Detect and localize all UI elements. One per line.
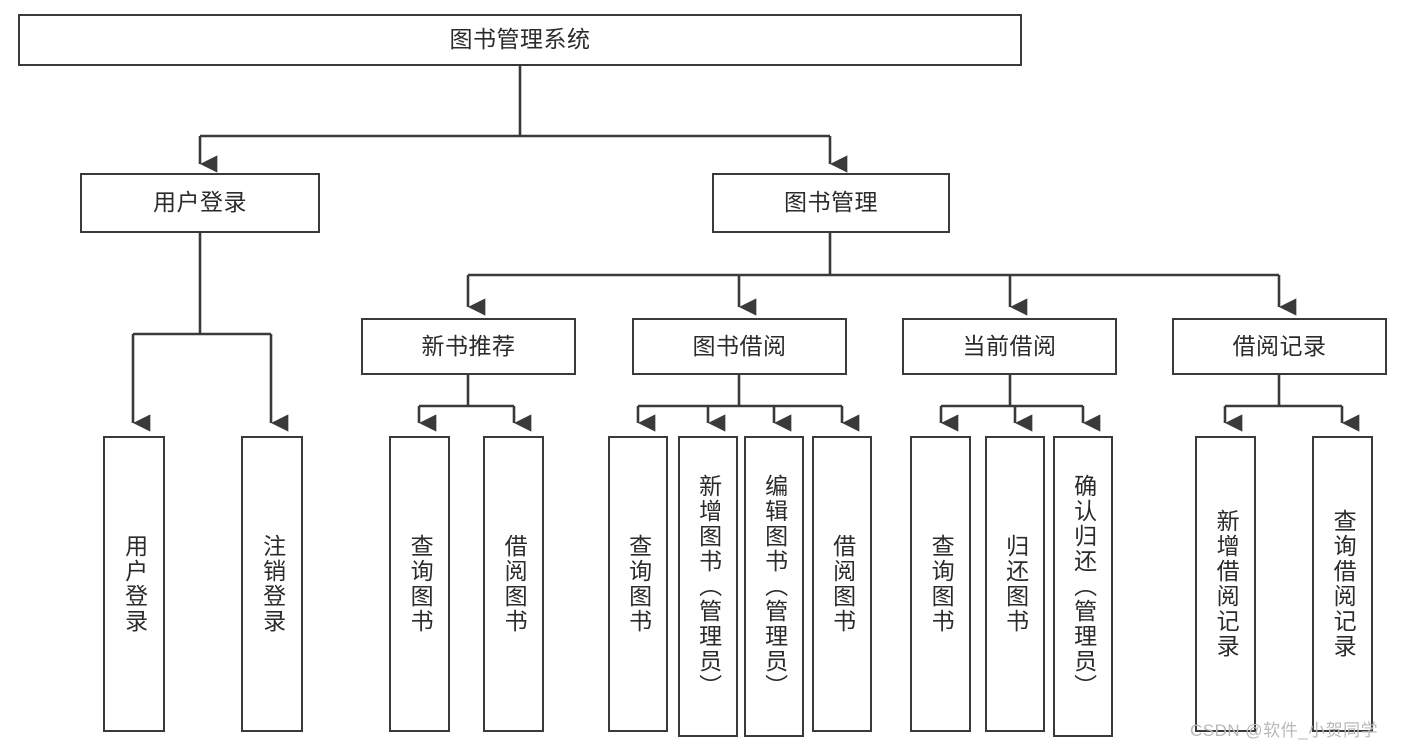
node-borrow-record-label: 借阅记录 bbox=[1232, 332, 1327, 359]
leaf-record-query-label: 查询借阅记录 bbox=[1330, 509, 1357, 659]
leaf-current-confirm-return-admin[interactable]: 确认归还（管理员） bbox=[1053, 436, 1113, 737]
leaf-borrow-query-book-label: 查询图书 bbox=[625, 534, 652, 634]
leaf-newbook-borrow-book-label: 借阅图书 bbox=[501, 534, 528, 634]
node-root-label: 图书管理系统 bbox=[449, 26, 591, 53]
leaf-borrow-borrow-book-label: 借阅图书 bbox=[829, 534, 856, 634]
leaf-record-query[interactable]: 查询借阅记录 bbox=[1312, 436, 1373, 732]
node-book-borrow-label: 图书借阅 bbox=[692, 332, 787, 359]
leaf-current-query-book-label: 查询图书 bbox=[928, 534, 955, 634]
leaf-newbook-borrow-book[interactable]: 借阅图书 bbox=[483, 436, 544, 732]
leaf-current-return-book-label: 归还图书 bbox=[1002, 534, 1029, 634]
leaf-record-add-label: 新增借阅记录 bbox=[1213, 509, 1240, 659]
leaf-newbook-query-book[interactable]: 查询图书 bbox=[389, 436, 450, 732]
leaf-borrow-borrow-book[interactable]: 借阅图书 bbox=[812, 436, 872, 732]
node-user-login-label: 用户登录 bbox=[153, 189, 247, 216]
leaf-user-login[interactable]: 用户登录 bbox=[103, 436, 165, 732]
node-book-management[interactable]: 图书管理 bbox=[712, 173, 950, 233]
csdn-watermark: CSDN @软件_小贺同学 bbox=[1190, 721, 1379, 740]
leaf-current-return-book[interactable]: 归还图书 bbox=[985, 436, 1045, 732]
node-current-borrow[interactable]: 当前借阅 bbox=[902, 318, 1117, 375]
leaf-newbook-query-book-label: 查询图书 bbox=[407, 534, 434, 634]
node-book-management-label: 图书管理 bbox=[784, 189, 878, 216]
leaf-user-login-label: 用户登录 bbox=[121, 534, 148, 634]
node-root[interactable]: 图书管理系统 bbox=[18, 14, 1022, 66]
leaf-record-add[interactable]: 新增借阅记录 bbox=[1195, 436, 1256, 732]
leaf-borrow-add-book-admin[interactable]: 新增图书（管理员） bbox=[678, 436, 738, 737]
leaf-user-logout[interactable]: 注销登录 bbox=[241, 436, 303, 732]
node-new-book-recommend[interactable]: 新书推荐 bbox=[361, 318, 576, 375]
leaf-current-confirm-return-admin-label: 确认归还（管理员） bbox=[1070, 474, 1097, 699]
node-new-book-recommend-label: 新书推荐 bbox=[421, 332, 516, 359]
leaf-current-query-book[interactable]: 查询图书 bbox=[910, 436, 971, 732]
leaf-borrow-query-book[interactable]: 查询图书 bbox=[608, 436, 668, 732]
leaf-borrow-edit-book-admin-label: 编辑图书（管理员） bbox=[761, 474, 788, 699]
node-book-borrow[interactable]: 图书借阅 bbox=[632, 318, 847, 375]
leaf-borrow-add-book-admin-label: 新增图书（管理员） bbox=[695, 474, 722, 699]
node-user-login[interactable]: 用户登录 bbox=[80, 173, 320, 233]
node-current-borrow-label: 当前借阅 bbox=[962, 332, 1057, 359]
leaf-borrow-edit-book-admin[interactable]: 编辑图书（管理员） bbox=[744, 436, 804, 737]
leaf-user-logout-label: 注销登录 bbox=[259, 534, 286, 634]
node-borrow-record[interactable]: 借阅记录 bbox=[1172, 318, 1387, 375]
